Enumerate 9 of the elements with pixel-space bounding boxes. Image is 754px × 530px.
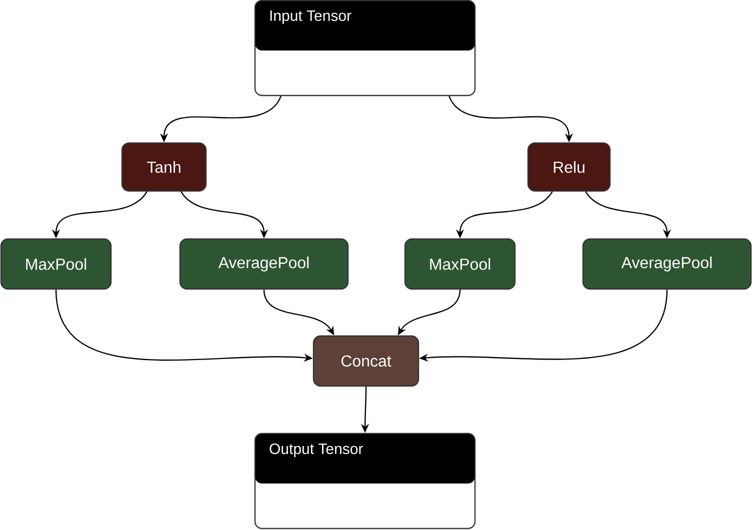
tensor-box: Input Tensor xyxy=(254,0,476,96)
process-box: MaxPool xyxy=(0,238,112,290)
process-box: AveragePool xyxy=(179,238,349,290)
process-box: Concat xyxy=(312,335,420,387)
process-box: MaxPool xyxy=(404,238,516,290)
tensor-box: Output Tensor xyxy=(254,432,476,530)
process-box: Relu xyxy=(527,142,611,192)
process-box: Tanh xyxy=(121,142,207,192)
process-box: AveragePool xyxy=(582,238,752,290)
